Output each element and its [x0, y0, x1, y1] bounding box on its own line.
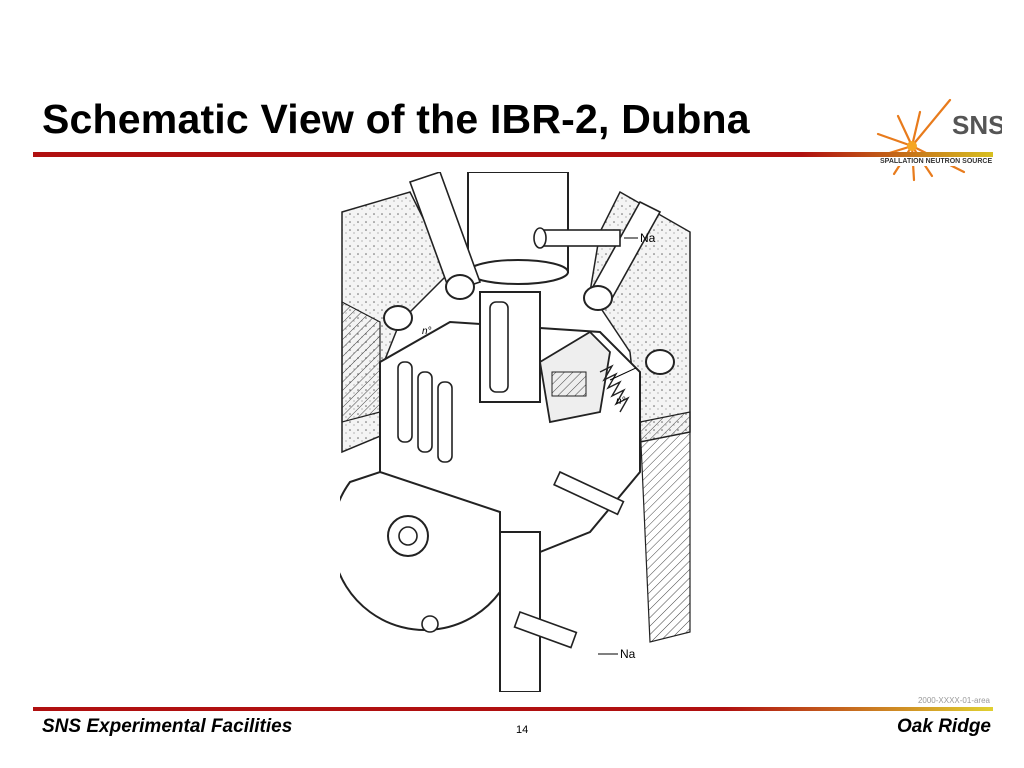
footer-left-text: SNS Experimental Facilities	[42, 716, 293, 737]
logo-subtitle: SPALLATION NEUTRON SOURCE	[880, 158, 992, 165]
slide-title: Schematic View of the IBR-2, Dubna	[42, 96, 750, 142]
central-column	[467, 172, 569, 273]
footer-divider	[33, 707, 993, 711]
cooling-fins	[599, 364, 630, 413]
core-assembly	[479, 291, 541, 403]
page-number: 14	[516, 724, 529, 736]
na-label-top: Na	[640, 231, 656, 245]
neutron-label-right: n°	[616, 396, 626, 407]
na-label-bottom: Na	[620, 647, 636, 661]
neutron-label-left: n°	[422, 326, 432, 337]
hatched-wall-left	[341, 301, 381, 423]
document-id: 2000-XXXX-01-area	[917, 696, 990, 705]
sns-logo: SNS SPALLATION NEUTRON SOURCE	[872, 98, 1002, 182]
ibr2-schematic-figure: Na Na n° n°	[340, 172, 691, 692]
na-pipe-bottom	[513, 610, 578, 649]
logo-text: SNS	[952, 110, 1002, 140]
side-pipe-right	[553, 470, 625, 516]
footer-right-text: Oak Ridge	[897, 716, 991, 737]
control-rods	[397, 361, 453, 463]
na-pipe-top	[539, 229, 621, 247]
beam-tube-upper-left	[408, 172, 482, 294]
hatched-wall-right	[639, 411, 691, 643]
title-divider	[33, 152, 993, 157]
